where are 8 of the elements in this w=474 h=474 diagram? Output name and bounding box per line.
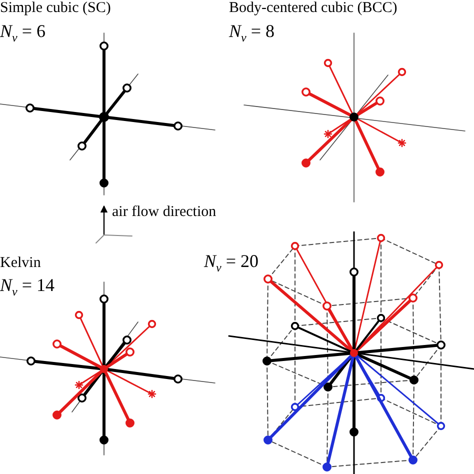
neighbor-count-label: N$_{v}$ = 8 [229,22,274,45]
neighbor-count-label: N$_{v}$ = 6 [0,22,46,45]
panel-title: Body-centered cubic (BCC) [229,0,398,16]
panel-title: Kelvin [0,255,41,272]
panel-title: Simple cubic (SC) [0,0,111,16]
neighbor-count-label: N$_{v}$ = 14 [0,276,54,299]
flow-label: air flow direction [112,204,216,220]
neighbor-count-label: N$_{v}$ = 20 [204,252,258,275]
